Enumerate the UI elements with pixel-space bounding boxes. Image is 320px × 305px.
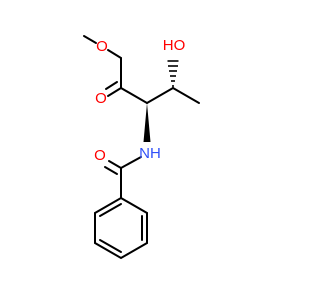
bond-carbonyl-alpha [120,87,148,104]
atom-amide-nitrogen: NH [139,145,161,162]
atom-amide-oxygen: O [94,147,106,164]
atom-ester-oxygen: O [96,38,108,55]
bond-lines [83,35,200,260]
bond-n-amide-c [120,156,142,169]
structure-canvas: O O HO NH O [83,35,200,260]
molecule-structure: O O HO NH O [83,35,200,260]
hash-bond-beta-oh [167,60,179,87]
bond-ester-o-carbon [107,49,122,59]
benzene-ring [94,196,148,260]
bond-alpha-beta [146,87,174,104]
bond-c-to-o-1 [107,87,122,97]
bond-amide-co-1 [108,160,122,169]
bond-methyl-ester-o [83,35,97,44]
atom-hydroxyl: HO [163,37,186,54]
bond-beta-methyl [172,87,200,104]
wedge-bond-alpha-n [143,103,151,142]
ring-double-2 [99,239,122,253]
bond-c-to-o-2 [105,81,118,90]
ring-double-3 [99,203,122,217]
bond-amide-co-2 [104,166,118,175]
atom-carbonyl-oxygen: O [95,90,107,107]
